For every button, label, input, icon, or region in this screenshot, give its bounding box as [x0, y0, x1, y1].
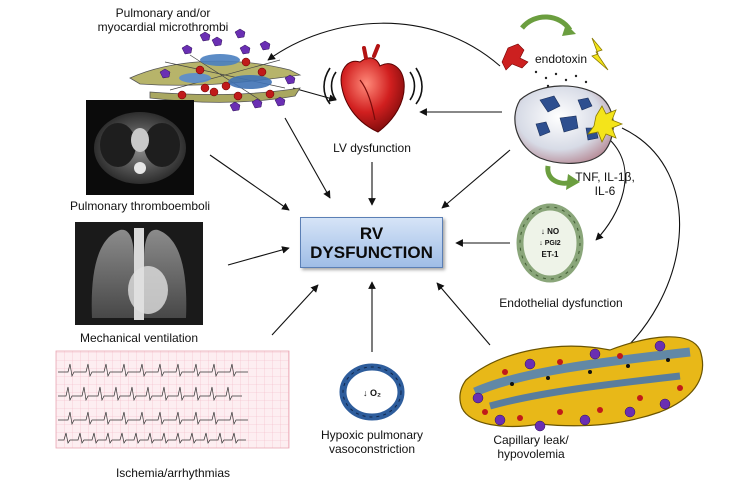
arrow-microthrombi-to-rv — [284, 117, 331, 199]
et1-label: ET-1 — [542, 250, 559, 259]
cytokines-label: TNF, IL-1β, IL-6 — [575, 170, 635, 198]
microthrombi-illustration — [129, 28, 302, 112]
ct-scan-image — [86, 100, 194, 195]
xray-image — [75, 222, 203, 325]
arrow-sepsis-to-capillary — [609, 127, 681, 363]
no-label: ↓ NO — [541, 227, 559, 236]
arrow-endotoxin-to-microthrombi — [267, 22, 501, 67]
thromboemboli-label: Pulmonary thromboemboli — [69, 199, 211, 213]
arrow-capillary-to-rv — [436, 282, 491, 346]
lv-dysfunction-label: LV dysfunction — [333, 141, 411, 155]
ecg-strip-image — [55, 350, 290, 449]
endothelial-label: Endothelial dysfunction — [499, 296, 623, 310]
hypoxic-vessel-illustration: ↓ O₂ — [339, 363, 405, 421]
microthrombi-label: Pulmonary and/or myocardial microthrombi — [97, 6, 229, 34]
pgi2-label: ↓ PGI2 — [539, 240, 561, 247]
ischemia-label: Ischemia/arrhythmias — [115, 466, 231, 480]
arrow-ischemia-to-rv — [271, 284, 319, 336]
endotoxin-label: endotoxin — [534, 52, 588, 66]
arrow-sepsis-to-rv — [441, 149, 511, 209]
hypoxic-label: Hypoxic pulmonary vasoconstriction — [320, 428, 424, 456]
o2-label: ↓ O₂ — [363, 388, 381, 398]
sepsis-cell-illustration — [514, 85, 624, 190]
rv-dysfunction-box: RV DYSFUNCTION — [300, 217, 443, 268]
ventilation-label: Mechanical ventilation — [79, 331, 199, 345]
endothelial-vessel-illustration: ↓ NO ↓ PGI2 ET-1 — [516, 203, 584, 283]
arrow-ventilation-to-rv — [227, 246, 290, 266]
arrow-thromboemboli-to-rv — [209, 154, 290, 211]
endotoxin-illustration — [501, 14, 609, 92]
arrow-sepsis-to-endothelial — [595, 139, 626, 241]
capillary-leak-illustration — [459, 336, 704, 432]
lv-heart-illustration — [323, 44, 423, 133]
arrow-microthrombi-to-lv — [292, 87, 337, 102]
arrows — [209, 22, 681, 363]
capillary-label: Capillary leak/ hypovolemia — [493, 433, 569, 461]
